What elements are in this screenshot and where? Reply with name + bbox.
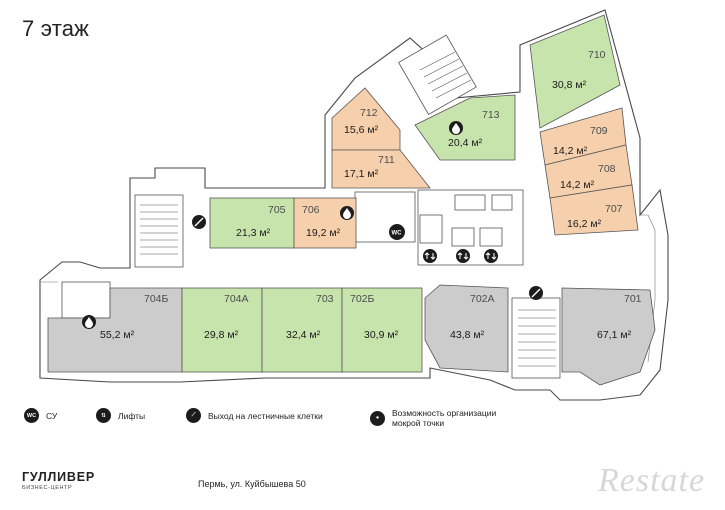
staircases [140,51,556,367]
room-number-710: 710 [588,49,606,61]
water-drop-icon: ● [370,410,385,426]
room-number-712: 712 [360,107,378,119]
legend-label: СУ [46,410,58,421]
legend-label: Лифты [118,410,146,421]
wc-icon: WC [389,224,405,240]
legend: WC СУ ⇅ Лифты ⟋ Выход на лестничные клет… [0,408,725,430]
room-number-704b: 704Б [144,293,169,305]
room-number-713: 713 [482,109,500,121]
staircase-exit-icon [192,215,206,229]
room-number-702a: 702А [470,293,495,305]
legend-item-elevators: ⇅ Лифты [96,408,145,423]
room-number-708: 708 [598,163,616,175]
staircase-exit-icon [529,286,543,300]
room-707[interactable] [549,184,639,236]
room-number-711: 711 [378,154,395,166]
room-number-701: 701 [624,293,642,305]
room-area-710: 30,8 м² [552,79,587,91]
legend-item-stair-exit: ⟋ Выход на лестничные клетки [186,408,323,423]
water-drop-icon [82,315,96,329]
room-number-704a: 704А [224,293,249,305]
room-number-709: 709 [590,125,608,137]
room-number-706: 706 [302,204,320,216]
wc-icon-text: WC [392,231,403,237]
watermark-logo: Restate [598,462,706,499]
room-703[interactable] [261,287,343,373]
room-area-702a: 43,8 м² [450,329,485,341]
room-area-708: 14,2 м² [560,179,595,191]
elevator-shafts [419,194,513,247]
elevator-icon: ⇅ [96,408,111,423]
legend-label: Возможность организации мокрой точки [392,408,497,428]
room-area-705: 21,3 м² [236,227,271,239]
room-702b[interactable] [341,287,423,373]
room-number-702b: 702Б [350,293,375,305]
brand-name: ГУЛЛИВЕР [22,470,96,484]
brand-subtitle: БИЗНЕС-ЦЕНТР [22,485,73,491]
room-area-701: 67,1 м² [597,329,632,341]
room-711[interactable] [331,149,431,189]
room-area-707: 16,2 м² [567,218,602,230]
room-701[interactable] [561,287,656,386]
legend-label: Выход на лестничные клетки [208,410,323,421]
room-area-711: 17,1 м² [344,168,379,180]
legend-item-wc: WC СУ [24,408,57,423]
room-number-705: 705 [268,204,286,216]
room-area-702b: 30,9 м² [364,329,399,341]
staircase-exit-icon: ⟋ [186,408,201,423]
room-712[interactable] [331,87,401,151]
room-702a[interactable] [424,284,509,373]
address: Пермь, ул. Куйбышева 50 [198,479,306,489]
wc-icon: WC [24,408,39,423]
room-area-713: 20,4 м² [448,137,483,149]
room-area-704a: 29,8 м² [204,329,239,341]
water-drop-icon [340,206,354,220]
room-area-703: 32,4 м² [286,329,321,341]
elevator-icon [423,249,437,263]
elevator-icon [484,249,498,263]
room-area-706: 19,2 м² [306,227,341,239]
room-705[interactable] [209,197,295,249]
room-number-703: 703 [316,293,334,305]
room-713[interactable] [414,94,516,161]
room-area-712: 15,6 м² [344,124,379,136]
water-drop-icon [449,121,463,135]
room-number-707: 707 [605,203,623,215]
room-710[interactable] [529,14,621,129]
room-area-704b: 55,2 м² [100,329,135,341]
floor-title: 7 этаж [22,16,90,41]
room-704a[interactable] [181,287,263,373]
elevator-icon [456,249,470,263]
legend-item-wet-point: ● Возможность организации мокрой точки [370,408,510,428]
room-area-709: 14,2 м² [553,145,588,157]
